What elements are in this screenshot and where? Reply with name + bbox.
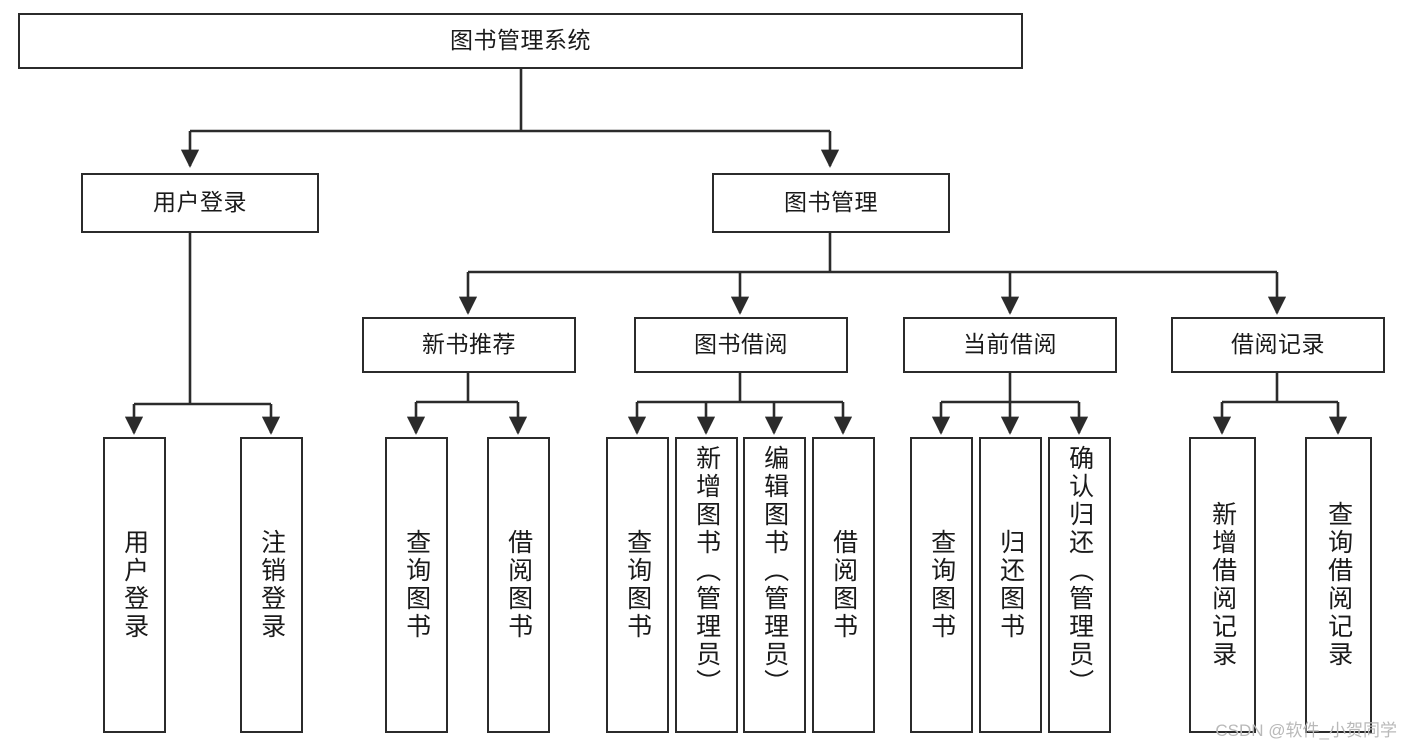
node-query-books-current[interactable]: 查询图书 [910, 437, 973, 733]
node-label: 借阅图书 [504, 529, 533, 641]
node-label: 新增借阅记录 [1208, 501, 1237, 669]
node-label: 确认归还（管理员） [1065, 445, 1094, 697]
node-user-login-leaf[interactable]: 用户登录 [103, 437, 166, 733]
csdn-watermark: CSDN @软件_小贺同学 [1215, 721, 1397, 740]
node-label: 用户登录 [153, 189, 247, 216]
node-label: 查询图书 [623, 529, 652, 641]
node-query-borrow-record[interactable]: 查询借阅记录 [1305, 437, 1372, 733]
node-label: 借阅记录 [1231, 331, 1325, 358]
node-label: 图书管理 [784, 189, 878, 216]
node-borrow-records[interactable]: 借阅记录 [1171, 317, 1385, 373]
node-label: 查询图书 [927, 529, 956, 641]
node-label: 图书借阅 [694, 331, 788, 358]
node-book-borrow[interactable]: 图书借阅 [634, 317, 848, 373]
node-label: 当前借阅 [963, 331, 1057, 358]
node-query-books-recommendation[interactable]: 查询图书 [385, 437, 448, 733]
node-borrow-books-recommendation[interactable]: 借阅图书 [487, 437, 550, 733]
node-borrow-books-borrow[interactable]: 借阅图书 [812, 437, 875, 733]
node-logout-leaf[interactable]: 注销登录 [240, 437, 303, 733]
node-user-login[interactable]: 用户登录 [81, 173, 319, 233]
node-return-books[interactable]: 归还图书 [979, 437, 1042, 733]
node-add-borrow-record[interactable]: 新增借阅记录 [1189, 437, 1256, 733]
node-label: 查询借阅记录 [1324, 501, 1353, 669]
node-label: 查询图书 [402, 529, 431, 641]
node-confirm-return-admin[interactable]: 确认归还（管理员） [1048, 437, 1111, 733]
node-label: 新增图书（管理员） [692, 445, 721, 697]
node-edit-book-admin[interactable]: 编辑图书（管理员） [743, 437, 806, 733]
node-label: 注销登录 [257, 529, 286, 641]
node-label: 借阅图书 [829, 529, 858, 641]
node-label: 图书管理系统 [450, 27, 591, 54]
node-book-management-system[interactable]: 图书管理系统 [18, 13, 1023, 69]
node-book-management[interactable]: 图书管理 [712, 173, 950, 233]
node-current-borrow[interactable]: 当前借阅 [903, 317, 1117, 373]
node-query-books-borrow[interactable]: 查询图书 [606, 437, 669, 733]
node-label: 归还图书 [996, 529, 1025, 641]
node-label: 新书推荐 [422, 331, 516, 358]
node-new-book-recommendation[interactable]: 新书推荐 [362, 317, 576, 373]
node-add-book-admin[interactable]: 新增图书（管理员） [675, 437, 738, 733]
node-label: 用户登录 [120, 529, 149, 641]
node-label: 编辑图书（管理员） [760, 445, 789, 697]
